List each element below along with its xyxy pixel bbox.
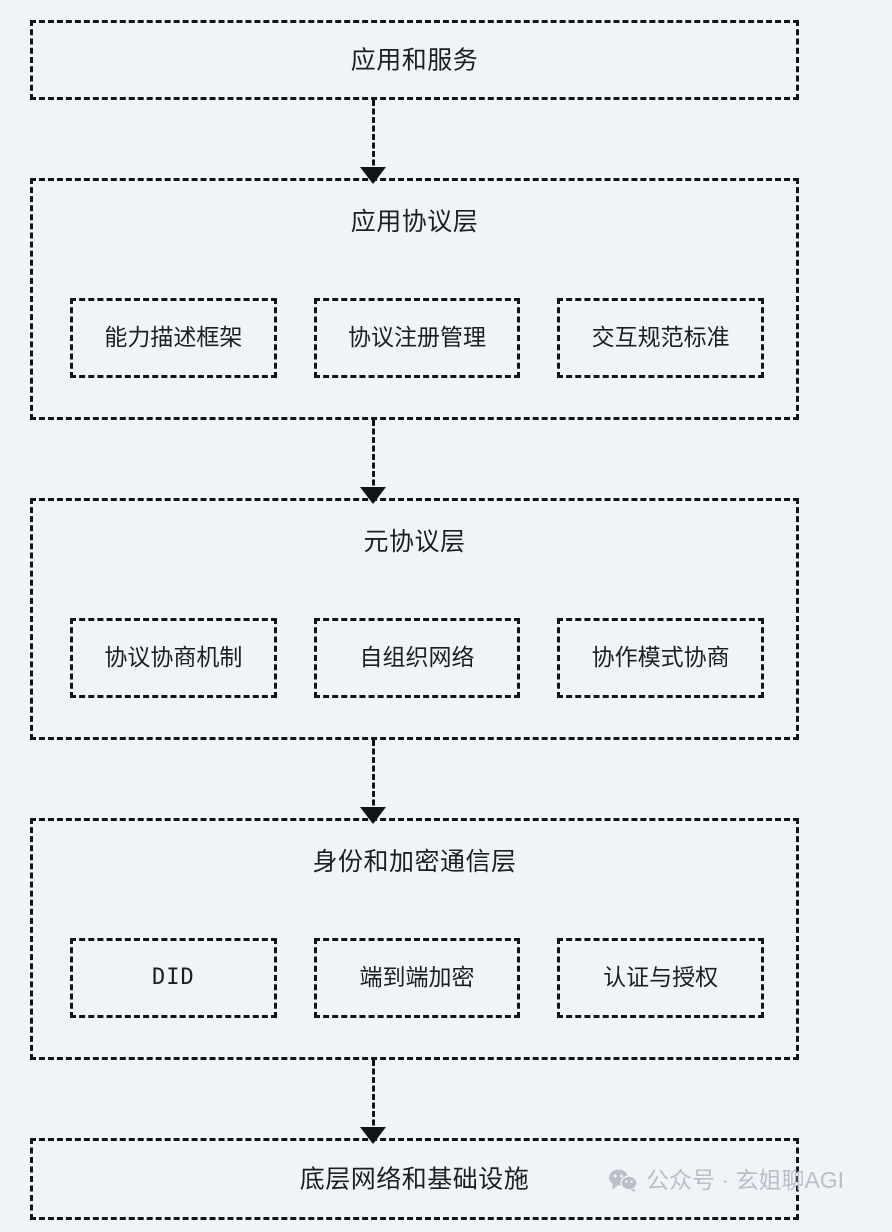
layer-application-protocol: 应用协议层 能力描述框架 协议注册管理 交互规范标准	[30, 178, 799, 420]
module-end-to-end-encryption[interactable]: 端到端加密	[313, 938, 521, 1018]
module-self-organizing-network[interactable]: 自组织网络	[313, 618, 521, 698]
layer-identity-and-encrypted-communication: 身份和加密通信层 DID 端到端加密 认证与授权	[30, 818, 799, 1060]
layer-title: 元协议层	[363, 527, 466, 556]
module-label: 能力描述框架	[104, 324, 243, 351]
module-label: DID	[151, 965, 195, 990]
layer-meta-protocol: 元协议层 协议协商机制 自组织网络 协作模式协商	[30, 498, 799, 740]
module-label: 端到端加密	[359, 964, 475, 991]
module-did[interactable]: DID	[70, 938, 277, 1018]
module-protocol-negotiation-mechanism[interactable]: 协议协商机制	[70, 618, 277, 698]
module-row: 协议协商机制 自组织网络 协作模式协商	[70, 618, 765, 698]
connector-1-line	[372, 100, 375, 174]
module-label: 认证与授权	[603, 964, 719, 991]
connector-2-line	[372, 420, 375, 494]
module-interaction-specification-standard[interactable]: 交互规范标准	[557, 298, 765, 378]
module-label: 交互规范标准	[591, 324, 730, 351]
layer-title: 应用和服务	[350, 45, 479, 75]
layer-title: 身份和加密通信层	[312, 847, 517, 876]
module-row: DID 端到端加密 认证与授权	[70, 938, 765, 1018]
module-authentication-and-authorization[interactable]: 认证与授权	[557, 938, 765, 1018]
module-label: 协议注册管理	[348, 324, 486, 351]
module-collaboration-mode-negotiation[interactable]: 协作模式协商	[557, 618, 765, 698]
module-protocol-registration-management[interactable]: 协议注册管理	[313, 298, 521, 378]
layer-title: 应用协议层	[350, 207, 479, 236]
connector-3-line	[372, 740, 375, 814]
module-label: 协议协商机制	[104, 644, 243, 671]
layer-underlying-network-and-infrastructure: 底层网络和基础设施	[30, 1138, 799, 1220]
connector-4-line	[372, 1060, 375, 1134]
module-capability-description-framework[interactable]: 能力描述框架	[70, 298, 277, 378]
module-label: 自组织网络	[359, 644, 475, 671]
layer-application-and-services: 应用和服务	[30, 20, 799, 100]
module-label: 协作模式协商	[591, 644, 730, 671]
module-row: 能力描述框架 协议注册管理 交互规范标准	[70, 298, 765, 378]
layer-title: 底层网络和基础设施	[299, 1164, 530, 1194]
